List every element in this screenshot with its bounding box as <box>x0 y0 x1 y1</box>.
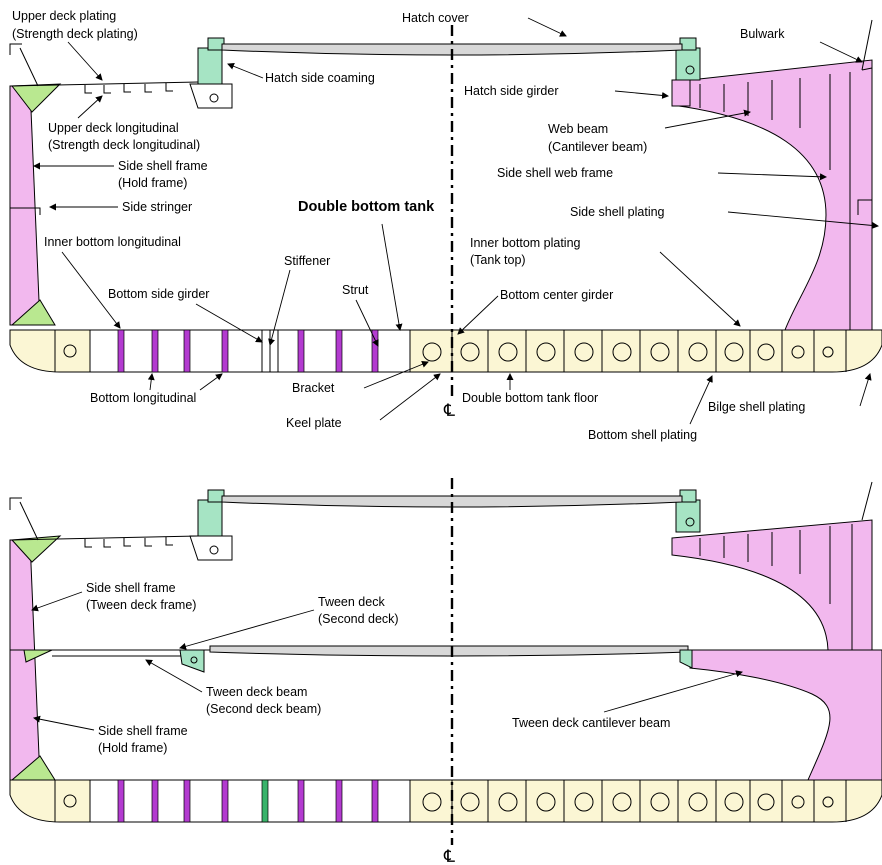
upper-deck-longitudinals <box>84 83 173 94</box>
side-shell-frame <box>9 85 41 326</box>
label-bottom-side-girder: Bottom side girder <box>108 287 209 301</box>
label-strut: Strut <box>342 283 369 297</box>
section-top <box>9 19 882 400</box>
labels-bottom: Side shell frame (Tween deck frame) Twee… <box>31 581 743 865</box>
labels-top: Upper deck plating (Strength deck platin… <box>12 9 879 442</box>
label-upper-deck-plating-alt: (Strength deck plating) <box>12 27 138 41</box>
centerline-symbol-bottom: ℄ <box>443 847 455 865</box>
label-bulwark: Bulwark <box>740 27 785 41</box>
label-web-beam-alt: (Cantilever beam) <box>548 140 647 154</box>
centerline-symbol-top: ℄ <box>443 401 455 421</box>
label-bottom-longitudinal: Bottom longitudinal <box>90 391 196 405</box>
label-side-shell-frame-tween: Side shell frame <box>86 581 176 595</box>
lightening-holes-top <box>422 330 847 372</box>
label-side-shell-plating: Side shell plating <box>570 205 665 219</box>
side-shell-frame-left <box>9 539 41 781</box>
label-tween-deck-beam-alt: (Second deck beam) <box>206 702 321 716</box>
web-beam-stiffeners <box>699 72 851 330</box>
tween-deck-cantilever-beam <box>689 649 882 781</box>
label-hatch-cover: Hatch cover <box>402 11 469 25</box>
label-tween-deck-alt: (Second deck) <box>318 612 399 626</box>
label-tween-deck-cantilever-beam: Tween deck cantilever beam <box>512 716 670 730</box>
label-stiffener: Stiffener <box>284 254 330 268</box>
label-double-bottom-tank: Double bottom tank <box>298 199 435 215</box>
label-web-beam: Web beam <box>548 122 608 136</box>
label-side-shell-web-frame: Side shell web frame <box>497 166 613 180</box>
label-tween-deck-beam: Tween deck beam <box>206 685 307 699</box>
lower-bracket-left <box>10 299 56 326</box>
hatch-cover-bottom <box>221 495 683 508</box>
label-bottom-shell-plating: Bottom shell plating <box>588 428 697 442</box>
label-inner-bottom-longitudinal: Inner bottom longitudinal <box>44 235 181 249</box>
label-side-stringer: Side stringer <box>122 200 192 214</box>
bottom-longitudinals-top <box>117 329 379 373</box>
label-double-bottom-tank-floor: Double bottom tank floor <box>462 391 598 405</box>
label-upper-deck-plating: Upper deck plating <box>12 9 116 23</box>
hold-bay <box>89 329 411 373</box>
label-side-shell-frame-alt: (Hold frame) <box>118 176 187 190</box>
hatch-side-coaming-left <box>197 47 223 85</box>
label-bracket: Bracket <box>292 381 335 395</box>
label-keel-plate: Keel plate <box>286 416 342 430</box>
hatch-side-girder <box>671 79 691 107</box>
label-hatch-side-girder: Hatch side girder <box>464 84 559 98</box>
label-side-shell-frame: Side shell frame <box>118 159 208 173</box>
bulwark-line <box>861 19 873 71</box>
label-upper-deck-longitudinal-alt: (Strength deck longitudinal) <box>48 138 200 152</box>
label-inner-bottom-plating: Inner bottom plating <box>470 236 581 250</box>
side-shell-web-frame <box>671 59 873 331</box>
label-upper-deck-longitudinal: Upper deck longitudinal <box>48 121 179 135</box>
label-side-shell-frame-hold-alt: (Hold frame) <box>98 741 167 755</box>
label-bottom-center-girder: Bottom center girder <box>500 288 613 302</box>
label-bilge-shell-plating: Bilge shell plating <box>708 400 805 414</box>
label-tween-deck: Tween deck <box>318 595 385 609</box>
tween-deck-hatch-cover <box>209 645 689 657</box>
label-side-shell-frame-tween-alt: (Tween deck frame) <box>86 598 196 612</box>
section-bottom <box>9 478 882 845</box>
bottom-longitudinals-bottom <box>117 779 379 823</box>
label-side-shell-frame-hold: Side shell frame <box>98 724 188 738</box>
hatch-side-coaming-right <box>675 47 701 81</box>
label-inner-bottom-plating-alt: (Tank top) <box>470 253 526 267</box>
label-hatch-side-coaming: Hatch side coaming <box>265 71 375 85</box>
